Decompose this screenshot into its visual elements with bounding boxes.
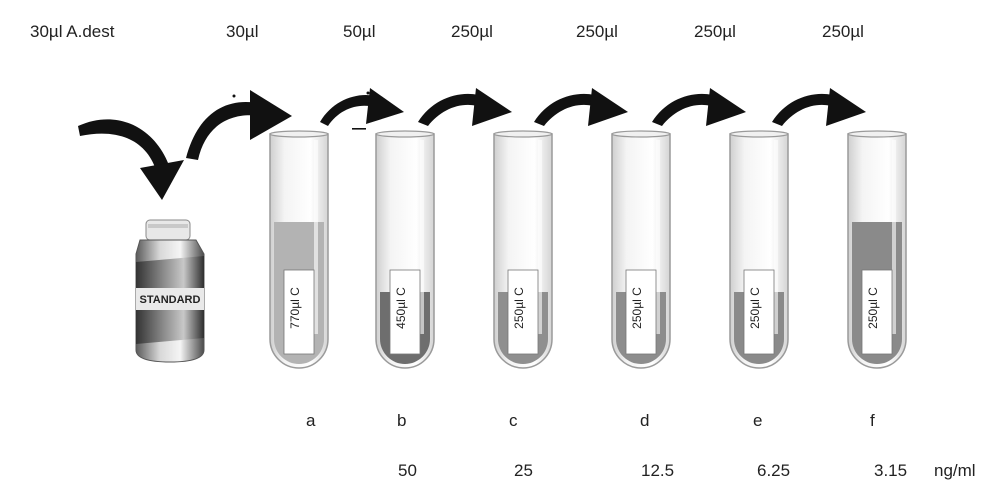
volume-label-f: 250µl — [822, 22, 864, 41]
tube-d: 250µl C — [611, 130, 671, 369]
tube-letter-c: c — [509, 411, 518, 430]
arrow-bottle-to-a-icon — [186, 90, 292, 160]
tube-c: 250µl C — [493, 130, 553, 369]
bottle-label: STANDARD — [140, 294, 201, 306]
tube-f: 250µl C — [847, 130, 907, 369]
arrow-e-to-f-icon — [772, 88, 866, 126]
standard-bottle-icon: STANDARD — [135, 219, 205, 363]
tube-volume-c: 250µl C — [512, 287, 526, 329]
arrow-c-to-d-icon — [534, 88, 628, 126]
tube-letter-f: f — [870, 411, 875, 430]
tube-volume-e: 250µl C — [748, 287, 762, 329]
tube-e: 250µl C — [729, 130, 789, 369]
concentration-c: 25 — [514, 461, 533, 480]
volume-label-a: 30µl — [226, 22, 259, 41]
tube-volume-d: 250µl C — [630, 287, 644, 329]
volume-label-e: 250µl — [694, 22, 736, 41]
tube-letter-a: a — [306, 411, 316, 430]
tubes: 770µl C 450µl C 250µl C 250µl C 250µl C 250µl… — [269, 130, 907, 369]
tube-a: 770µl C — [269, 130, 329, 369]
tube-volume-b: 450µl C — [394, 287, 408, 329]
arrow-b-to-c-icon — [418, 88, 512, 126]
concentration-d: 12.5 — [641, 461, 675, 480]
concentration-unit: ng/ml — [934, 461, 976, 480]
arrow-diluent-to-bottle-icon — [78, 119, 184, 200]
arrow-d-to-e-icon — [652, 88, 746, 126]
tube-volume-f: 250µl C — [866, 287, 880, 329]
tube-letter-d: d — [640, 411, 650, 430]
concentration-e: 6.25 — [757, 461, 791, 480]
tube-letter-e: e — [753, 411, 763, 430]
arrows — [78, 88, 866, 200]
concentration-b: 50 — [398, 461, 417, 480]
tube-b: 450µl C — [375, 130, 435, 369]
volume-label-b: 50µl — [343, 22, 376, 41]
volume-label-d: 250µl — [576, 22, 618, 41]
tube-letter-b: b — [397, 411, 407, 430]
diluent-label: 30µl A.dest — [30, 22, 115, 41]
volume-label-c: 250µl — [451, 22, 493, 41]
arrow-a-to-b-icon — [320, 88, 404, 126]
concentration-f: 3.15 — [874, 461, 908, 480]
tube-volume-a: 770µl C — [288, 287, 302, 329]
